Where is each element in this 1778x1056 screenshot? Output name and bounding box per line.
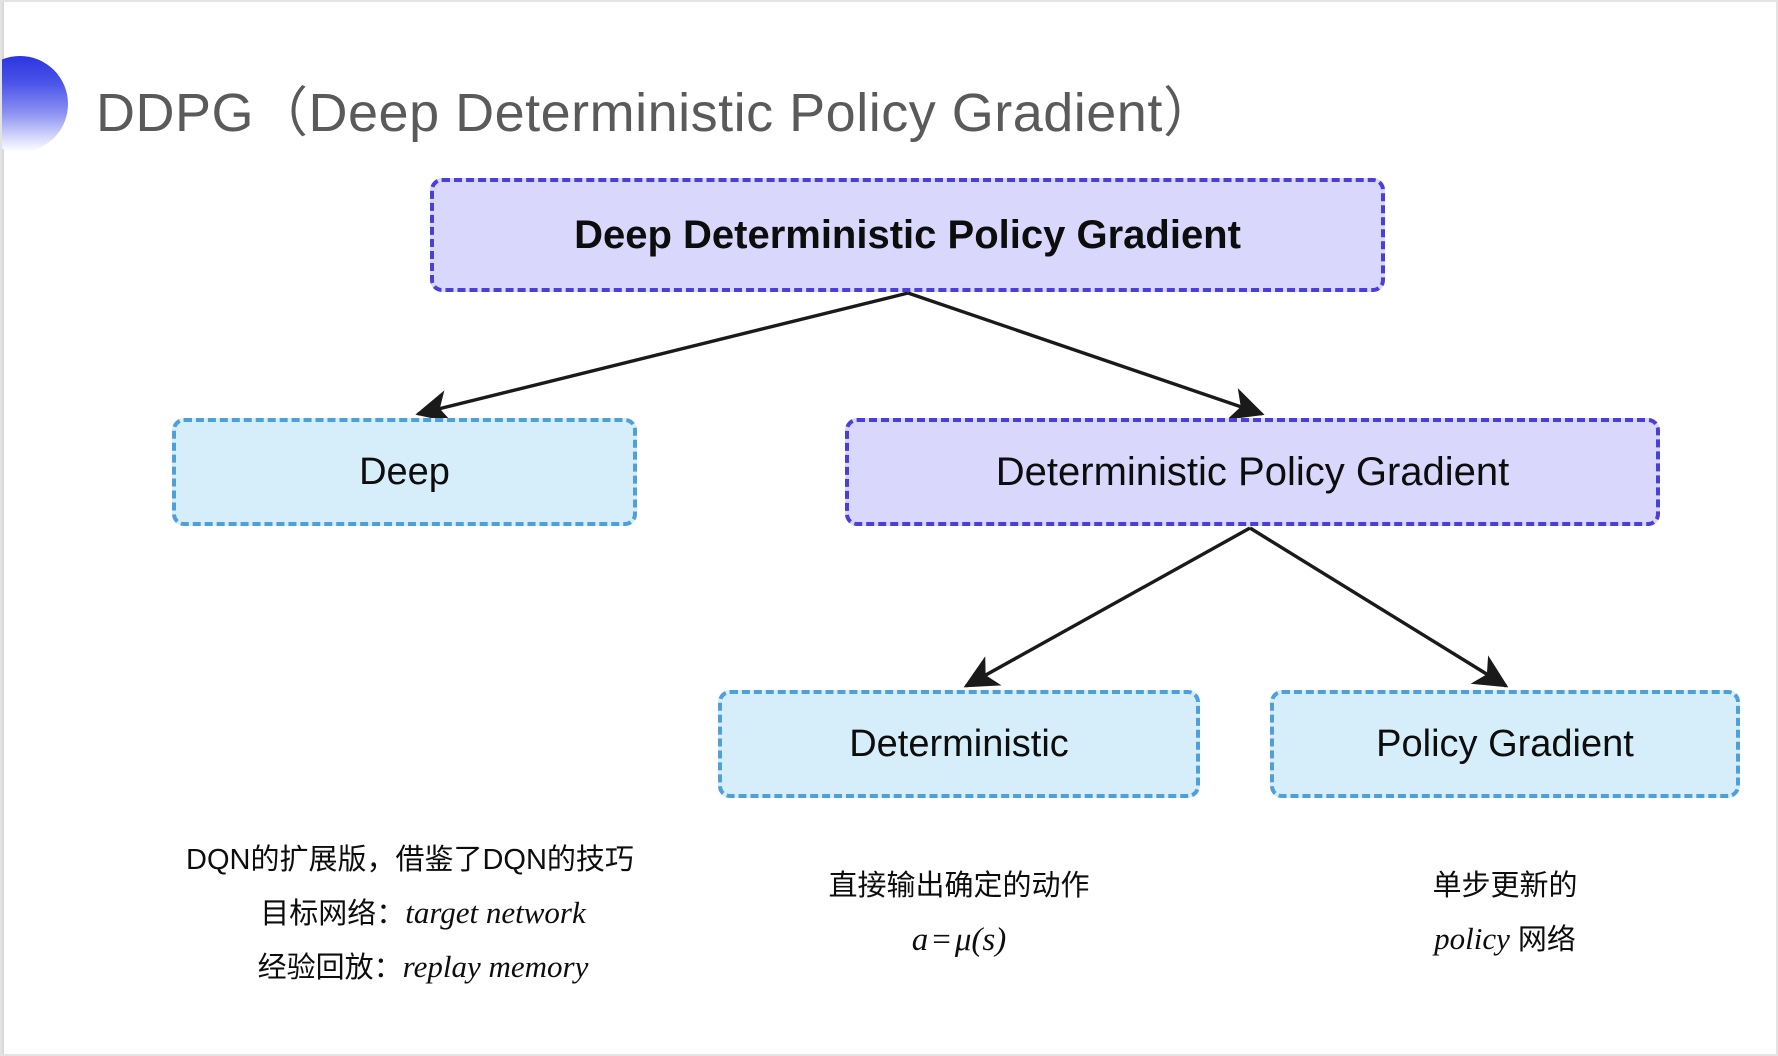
- arrow-root-to-dpg: [907, 291, 1265, 420]
- caption-policy-gradient-line2: policy 网络: [1270, 912, 1740, 966]
- arrow-dpg-to-deterministic: [963, 526, 1251, 688]
- slide-left-edge-bar: [0, 0, 4, 1056]
- caption-deep: DQN的扩展版，借鉴了DQN的技巧 目标网络：target network 经验…: [150, 836, 670, 994]
- formula-lhs: a: [911, 921, 929, 958]
- page-title: DDPG（Deep Deterministic Policy Gradient）: [96, 83, 1218, 143]
- caption-deep-line2-label: 目标网络：: [260, 897, 406, 930]
- node-deep-deterministic-policy-gradient[interactable]: Deep Deterministic Policy Gradient: [430, 178, 1385, 292]
- node-policy-gradient[interactable]: Policy Gradient: [1270, 690, 1740, 798]
- caption-deterministic-formula: a=μ(s): [718, 912, 1200, 969]
- title-decoration-circle-icon: [0, 56, 68, 152]
- caption-deterministic-line1: 直接输出确定的动作: [828, 870, 1090, 902]
- caption-deterministic: 直接输出确定的动作 a=μ(s): [718, 862, 1200, 969]
- caption-policy-gradient-term: policy: [1434, 920, 1510, 956]
- caption-policy-gradient: 单步更新的 policy 网络: [1270, 862, 1740, 966]
- arrow-root-to-deep: [415, 291, 909, 423]
- caption-deep-line2: 目标网络：target network: [150, 886, 670, 940]
- caption-deep-line3: 经验回放：replay memory: [150, 940, 670, 994]
- caption-policy-gradient-line1: 单步更新的: [1432, 870, 1578, 902]
- node-deep[interactable]: Deep: [172, 418, 637, 526]
- caption-policy-gradient-suffix: 网络: [1509, 923, 1576, 956]
- caption-deep-line3-term: replay memory: [402, 948, 589, 984]
- arrow-dpg-to-policy-gradient: [1249, 526, 1509, 688]
- caption-deep-line2-term: target network: [405, 894, 586, 930]
- node-deterministic-policy-gradient[interactable]: Deterministic Policy Gradient: [845, 418, 1660, 526]
- formula-operator: =: [932, 921, 951, 958]
- node-deterministic[interactable]: Deterministic: [718, 690, 1200, 798]
- caption-deep-line3-label: 经验回放：: [257, 951, 403, 984]
- formula-rhs: μ(s): [954, 921, 1007, 958]
- caption-deep-line1: DQN的扩展版，借鉴了DQN的技巧: [186, 844, 634, 876]
